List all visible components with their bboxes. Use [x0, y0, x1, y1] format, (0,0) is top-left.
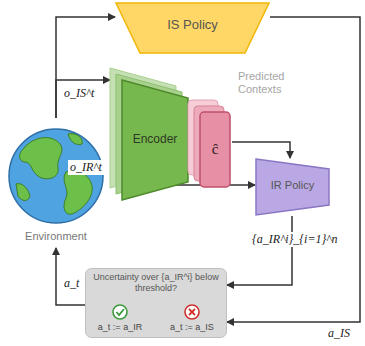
environment-globe-outline: [2, 118, 110, 248]
signal-label: o_IS^t: [62, 86, 96, 101]
decision-outcome: a_t := a_IR: [85, 322, 155, 333]
flow-arrow: [227, 216, 292, 285]
signal-label: {a_IR^i}_{i=1}^n: [250, 232, 339, 247]
flow-arrow: [227, 17, 360, 322]
flow-arrow: [56, 17, 115, 118]
signal-label: o_IR^t: [68, 160, 104, 175]
environment-globe: Environment: [2, 118, 110, 248]
decision-box: Uncertainty over {a_IR^i} below threshol…: [85, 268, 227, 338]
node-label: Environment: [2, 230, 110, 243]
policy-trapezoid: IR Policy: [255, 158, 330, 216]
signal-label: a_IS: [326, 326, 352, 341]
context-stack: ĉPredicted Contexts: [188, 100, 232, 195]
encoder-stack: Encoder: [110, 68, 190, 203]
context-heading: Predicted Contexts: [238, 70, 314, 96]
policy-trapezoid: IS Policy: [115, 2, 270, 54]
flow-arrow: [56, 248, 85, 305]
node-label: IR Policy: [255, 179, 330, 192]
decision-outcome: a_t := a_IS: [157, 322, 227, 333]
decision-question: Uncertainty over {a_IR^i} below threshol…: [89, 272, 223, 294]
signal-label: a_t: [62, 276, 81, 291]
node-label: Encoder: [122, 132, 188, 146]
context-stack-outline: [188, 100, 232, 195]
flow-arrow: [56, 80, 110, 118]
flow-arrow: [232, 142, 290, 158]
context-symbol: ĉ: [200, 140, 230, 158]
node-label: IS Policy: [115, 17, 270, 33]
